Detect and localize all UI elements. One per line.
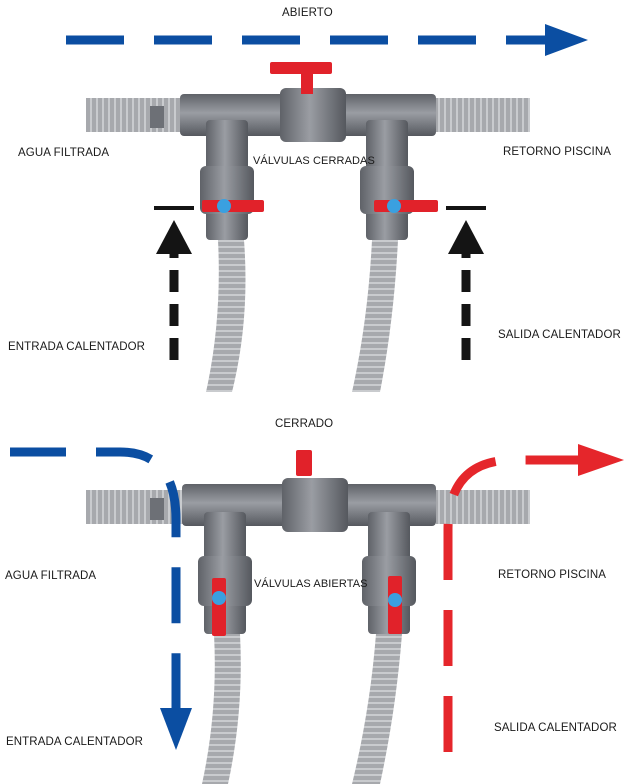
valve-handle-icon: [388, 576, 402, 634]
bottom-red-flow-line: [443, 455, 580, 752]
valve-handle-icon: [202, 199, 264, 213]
top-flow-arrow: [66, 24, 588, 56]
bottom-bottom-left-label: ENTRADA CALENTADOR: [6, 736, 144, 748]
bottom-left-label: AGUA FILTRADA: [5, 570, 97, 582]
arrow-icon: [160, 708, 192, 750]
top-bottom-left-label: ENTRADA CALENTADOR: [8, 341, 146, 353]
stop-bar: [154, 206, 194, 210]
bottom-right-hose: [436, 490, 530, 524]
stop-bar: [446, 206, 486, 210]
top-bottom-right-label: SALIDA CALENTADOR: [498, 329, 621, 341]
arrow-icon: [578, 444, 624, 476]
top-left-hose: [86, 98, 186, 132]
valve-handle-icon: [296, 450, 312, 476]
hose-clamp: [150, 498, 164, 520]
top-left-label: AGUA FILTRADA: [18, 147, 110, 159]
top-right-label: RETORNO PISCINA: [503, 146, 611, 158]
valve-handle-icon: [212, 578, 226, 636]
bottom-red-flow-arrow: [443, 444, 624, 752]
bottom-right-down-hose: [352, 634, 402, 784]
top-left-up-arrow: [154, 206, 194, 360]
valve-handle-icon: [270, 62, 332, 94]
bottom-center-union: [282, 478, 348, 532]
bottom-right-label: RETORNO PISCINA: [498, 569, 606, 581]
valve-handle-icon: [374, 199, 438, 213]
top-right-up-arrow: [446, 206, 486, 360]
bottom-blue-flow-line: [10, 447, 181, 710]
top-center-union: [280, 88, 346, 142]
bottom-panel: [10, 444, 624, 784]
bottom-title: CERRADO: [275, 418, 334, 430]
arrow-icon: [156, 220, 192, 254]
arrow-icon: [448, 220, 484, 254]
top-right-down-hose: [352, 240, 398, 392]
bottom-blue-flow-arrow: [10, 447, 192, 750]
top-hoses: [86, 98, 530, 392]
hose-clamp: [150, 106, 164, 128]
arrow-icon: [545, 24, 588, 56]
top-center-label: VÁLVULAS CERRADAS: [253, 155, 375, 167]
bottom-center-label: VÁLVULAS ABIERTAS: [254, 578, 368, 590]
bottom-bottom-right-label: SALIDA CALENTADOR: [494, 722, 617, 734]
bottom-hoses: [86, 490, 530, 784]
bottom-left-down-hose: [202, 634, 241, 784]
top-left-down-hose: [206, 240, 246, 392]
top-panel: [66, 24, 588, 392]
top-title: ABIERTO: [282, 7, 333, 19]
top-right-hose: [436, 98, 530, 132]
